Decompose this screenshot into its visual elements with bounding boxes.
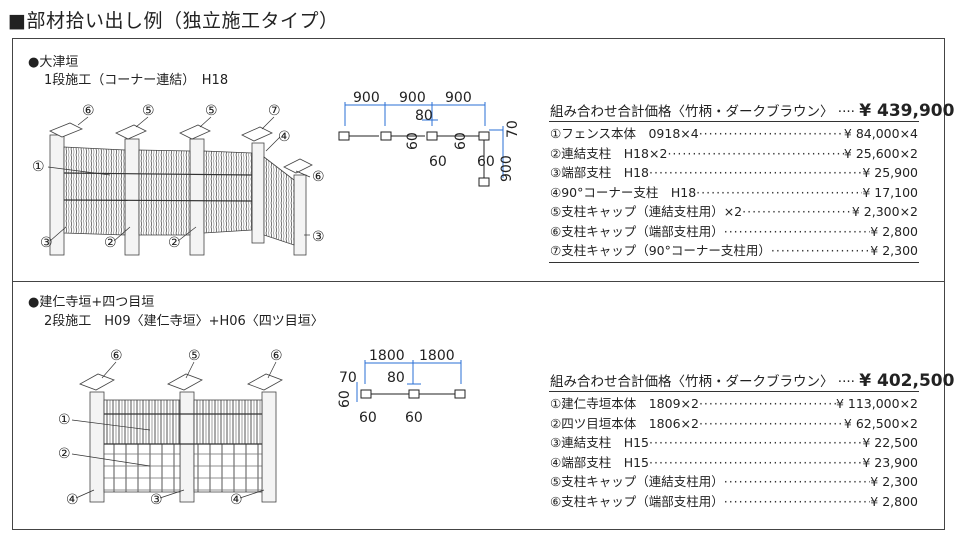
section1-item: ⑥支柱キャップ（端部支柱用）¥ 2,800 [550,222,918,242]
content-frame [12,38,945,530]
section2-price-dots: ···· [837,374,855,390]
dim-70-s2: 70 [339,370,357,386]
section1-subheading: 1段施工（コーナー連結） H18 [44,73,229,88]
section2-item-list: ①建仁寺垣本体 1809×2¥ 113,000×2 ②四ツ目垣本体 1806×2… [550,394,918,511]
section2-price-label: 組み合わせ合計価格〈竹柄・ダークブラウン〉 [550,374,834,390]
dim-900-c: 900 [445,90,472,106]
dim-900-vert: 900 [499,155,515,182]
dim-1800-a: 1800 [369,348,405,364]
section1-item: ④90°コーナー支柱 H18¥ 17,100 [550,183,918,203]
callout-3: ⑤ [205,103,218,119]
dim-60-b: 60 [477,154,495,170]
callout-4: ⑦ [268,103,281,119]
dim-60-a: 60 [429,154,447,170]
callout-s2-3: ⑥ [270,348,283,364]
callout-s2-5: ② [58,446,71,462]
callout-11: ③ [312,229,325,245]
page-title: ■部材拾い出し例（独立施工タイプ） [8,10,339,32]
section1-price-total: ¥ 439,900 [859,101,955,121]
section1-item: ①フェンス本体 0918×4¥ 84,000×4 [550,124,918,144]
section2-item: ①建仁寺垣本体 1809×2¥ 113,000×2 [550,394,918,414]
section1-price-dots: ···· [837,104,855,120]
section1-item-list: ①フェンス本体 0918×4¥ 84,000×4 ②連結支柱 H18×2¥ 25… [550,124,918,261]
section2-item: ⑤支柱キャップ（連結支柱用）¥ 2,300 [550,472,918,492]
section1-item: ②連結支柱 H18×2¥ 25,600×2 [550,144,918,164]
callout-s2-1: ⑥ [110,348,123,364]
dim-900-a: 900 [353,90,380,106]
section2-price-title: 組み合わせ合計価格〈竹柄・ダークブラウン〉 ···· ¥ 402,500 [550,370,954,391]
section1-fence-illustration: ⑥ ⑤ ⑤ ⑦ ④ ① ⑥ ③ ② ② ③ [32,103,325,256]
dim-60-s2-v: 60 [337,390,353,408]
callout-s2-2: ⑤ [188,348,201,364]
section2-plan-diagram: 1800 1800 70 80 60 60 60 [337,348,466,426]
callout-9: ② [104,235,117,251]
section1-price-label: 組み合わせ合計価格〈竹柄・ダークブラウン〉 [550,104,834,120]
section2-heading: ●建仁寺垣+四つ目垣 [28,295,155,310]
callout-10: ② [168,235,181,251]
section2-price-underline [549,391,919,392]
callout-s2-8: ④ [230,492,243,508]
section2-fence-illustration: ⑥ ⑤ ⑥ ① ② ④ ③ ④ [58,348,283,508]
callout-s2-4: ① [58,412,71,428]
section1-item: ⑤支柱キャップ（連結支柱用）×2¥ 2,300×2 [550,202,918,222]
callout-2: ⑤ [142,103,155,119]
section1-items-underline [549,262,919,263]
dim-80-s2: 80 [387,370,405,386]
callout-8: ③ [40,235,53,251]
section1-item: ③端部支柱 H18¥ 25,900 [550,163,918,183]
section2-item: ③連結支柱 H15¥ 22,500 [550,433,918,453]
callout-s2-7: ③ [150,492,163,508]
section1-price-underline [549,121,919,122]
section1-plan-diagram: 900 900 900 80 60 60 60 60 70 900 [338,90,521,187]
section2-item: ④端部支柱 H15¥ 23,900 [550,453,918,473]
section2-subheading: 2段施工 H09〈建仁寺垣〉+H06〈四ツ目垣〉 [44,314,324,329]
dim-80: 80 [415,108,433,124]
callout-1: ⑥ [82,103,95,119]
dim-60-s2-a: 60 [359,410,377,426]
section1-heading: ●大津垣 [28,55,79,70]
callout-5: ④ [278,129,291,145]
section1-price-title: 組み合わせ合計価格〈竹柄・ダークブラウン〉 ···· ¥ 439,900 [550,100,954,121]
callout-6: ① [32,159,45,175]
dim-60-s2-b: 60 [405,410,423,426]
section2-price-total: ¥ 402,500 [859,371,955,391]
section2-item: ⑥支柱キャップ（端部支柱用）¥ 2,800 [550,492,918,512]
dim-900-b: 900 [399,90,426,106]
section1-item: ⑦支柱キャップ（90°コーナー支柱用）¥ 2,300 [550,241,918,261]
dim-1800-b: 1800 [419,348,455,364]
dim-70: 70 [505,120,521,138]
section2-item: ②四ツ目垣本体 1806×2¥ 62,500×2 [550,414,918,434]
dim-60-c: 60 [405,132,421,150]
callout-s2-6: ④ [66,492,79,508]
dim-60-d: 60 [453,132,469,150]
section-divider [12,281,945,282]
callout-7: ⑥ [312,169,325,185]
